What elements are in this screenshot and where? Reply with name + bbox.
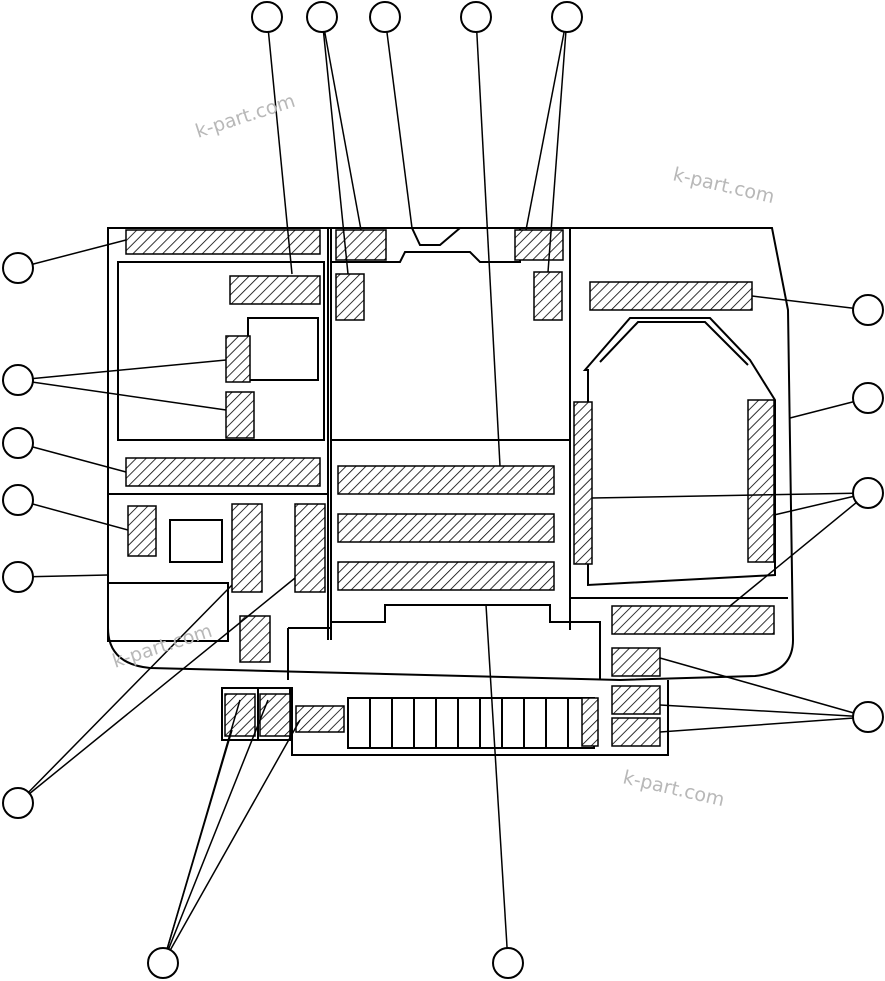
callout-circle xyxy=(551,1,583,33)
watermark-text: k-part.com xyxy=(671,163,777,208)
callout-circle xyxy=(2,427,34,459)
callout-circle xyxy=(460,1,492,33)
leader-lines xyxy=(17,16,869,964)
watermark-text: k-part.com xyxy=(110,620,215,673)
callout-circle xyxy=(147,947,179,979)
hatched-pads xyxy=(125,229,775,747)
callout-circle xyxy=(852,294,884,326)
callout-circle xyxy=(852,477,884,509)
callout-circle xyxy=(2,484,34,516)
callout-circle xyxy=(2,364,34,396)
watermarks: k-part.com k-part.com k-part.com k-part.… xyxy=(110,90,777,811)
callout-circle xyxy=(852,382,884,414)
machine-outline xyxy=(107,227,795,756)
callout-circle xyxy=(2,561,34,593)
callout-circle xyxy=(2,787,34,819)
callout-circle xyxy=(369,1,401,33)
callout-circle xyxy=(2,252,34,284)
callout-circle xyxy=(251,1,283,33)
callout-circle xyxy=(306,1,338,33)
watermark-text: k-part.com xyxy=(621,766,727,811)
callout-circle xyxy=(492,947,524,979)
watermark-text: k-part.com xyxy=(193,90,298,143)
callout-circle xyxy=(852,701,884,733)
